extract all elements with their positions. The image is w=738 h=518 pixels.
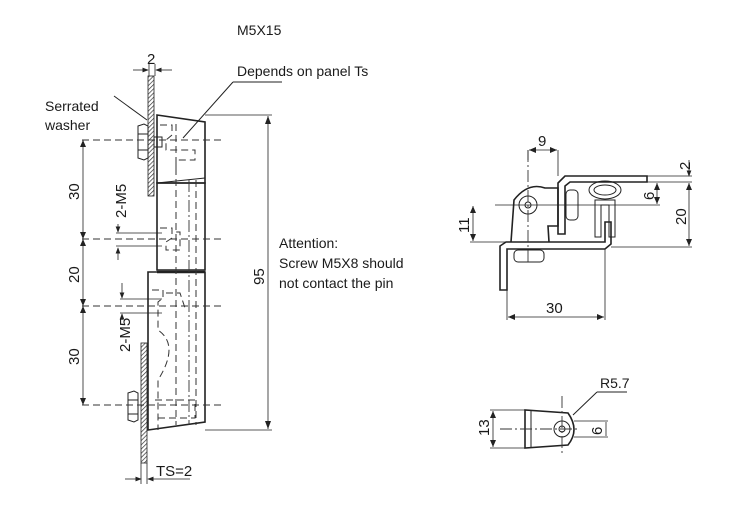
dim-13: 13 bbox=[476, 419, 493, 436]
dim-ts: TS=2 bbox=[156, 463, 192, 480]
dim-2: 2 bbox=[677, 162, 694, 170]
top-nut bbox=[137, 123, 149, 161]
dim-arrows bbox=[686, 183, 692, 246]
note-line3: not contact the pin bbox=[279, 275, 393, 291]
dim-6: 6 bbox=[589, 427, 606, 435]
hinge-knuckle bbox=[510, 185, 559, 243]
bottom-bracket bbox=[499, 221, 612, 291]
dim-30-top: 30 bbox=[66, 183, 83, 200]
hidden-detail bbox=[152, 289, 170, 430]
note-line1: Attention: bbox=[279, 235, 338, 251]
hidden-detail bbox=[160, 124, 196, 170]
washer-leader bbox=[113, 95, 148, 121]
panel-label: Depends on panel Ts bbox=[237, 63, 368, 79]
top-panel-section bbox=[147, 75, 155, 197]
washer-label-line2: washer bbox=[44, 117, 90, 133]
dim-6: 6 bbox=[641, 192, 658, 200]
screw-label: M5X15 bbox=[237, 22, 282, 38]
hidden-detail bbox=[155, 399, 196, 419]
dim-arrows bbox=[654, 183, 660, 204]
gasket-bulb bbox=[588, 180, 622, 200]
dim-arrows bbox=[529, 147, 557, 153]
dim-9: 9 bbox=[538, 133, 546, 150]
dim-11: 11 bbox=[456, 217, 473, 233]
top-bolt-shank bbox=[153, 136, 163, 148]
left-view: M5X15 Depends on panel Ts Serrated washe… bbox=[44, 22, 404, 484]
hinge-bottom-leaf bbox=[147, 271, 206, 431]
washer-label-line1: Serrated bbox=[45, 98, 99, 114]
bottom-panel-section bbox=[140, 342, 148, 464]
hidden-detail bbox=[166, 292, 186, 309]
detail-body bbox=[524, 409, 575, 449]
dim-30-bottom: 30 bbox=[66, 348, 83, 365]
note-line2: Screw M5X8 should bbox=[279, 255, 404, 271]
leaf-edge bbox=[156, 177, 206, 184]
dim-m5-bottom: 2-M5 bbox=[117, 318, 134, 352]
dim-20: 20 bbox=[66, 266, 83, 283]
dim-overall: 95 bbox=[251, 268, 268, 285]
hidden-detail bbox=[160, 227, 181, 251]
panel-leader bbox=[182, 81, 234, 139]
radius-leader bbox=[572, 391, 598, 416]
dim-arrows bbox=[470, 206, 476, 241]
dim-radius: R5.7 bbox=[600, 375, 630, 391]
dim-20: 20 bbox=[673, 208, 690, 225]
right-view: 9 2 6 20 11 30 bbox=[456, 133, 694, 320]
bottom-nut bbox=[513, 249, 545, 263]
dim-top-thickness: 2 bbox=[147, 51, 155, 68]
hinge-middle-body bbox=[156, 182, 206, 271]
bottom-nut bbox=[127, 390, 139, 423]
gasket-bulb-inner bbox=[593, 184, 617, 196]
detail-view: R5.7 13 6 bbox=[476, 375, 630, 456]
dim-30: 30 bbox=[546, 300, 563, 317]
dim-m5-top: 2-M5 bbox=[113, 184, 130, 218]
